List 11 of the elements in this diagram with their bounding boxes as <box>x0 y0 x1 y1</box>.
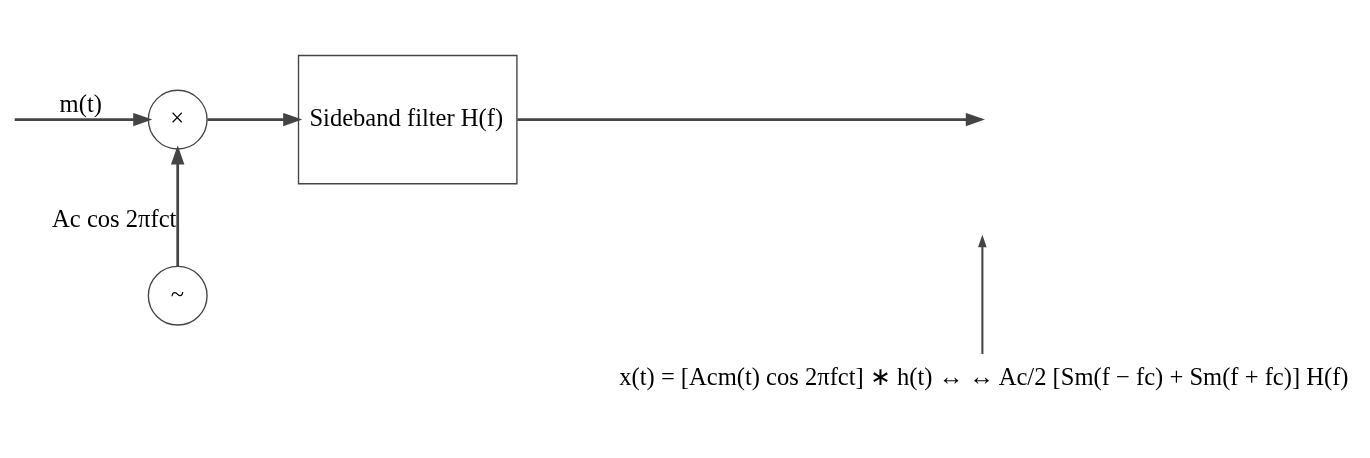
arrow <box>517 112 985 126</box>
arrow <box>14 112 153 126</box>
arrow <box>978 234 987 354</box>
edge-label: Ac cos 2πfct <box>52 204 177 232</box>
node-circle: × <box>147 89 208 150</box>
edge-label: m(t) <box>59 89 102 117</box>
arrow <box>207 112 303 126</box>
node-circle: ~ <box>147 265 208 326</box>
node-text: x(t) = [Acm(t) cos 2πfct] ∗ h(t) ↔ ↔ Ac/2 [Sm(f − fc) + Sm(f + fc)] H(f) <box>619 362 1349 390</box>
arrow <box>171 144 185 266</box>
node-box: Sideband filter H(f) <box>297 54 518 184</box>
